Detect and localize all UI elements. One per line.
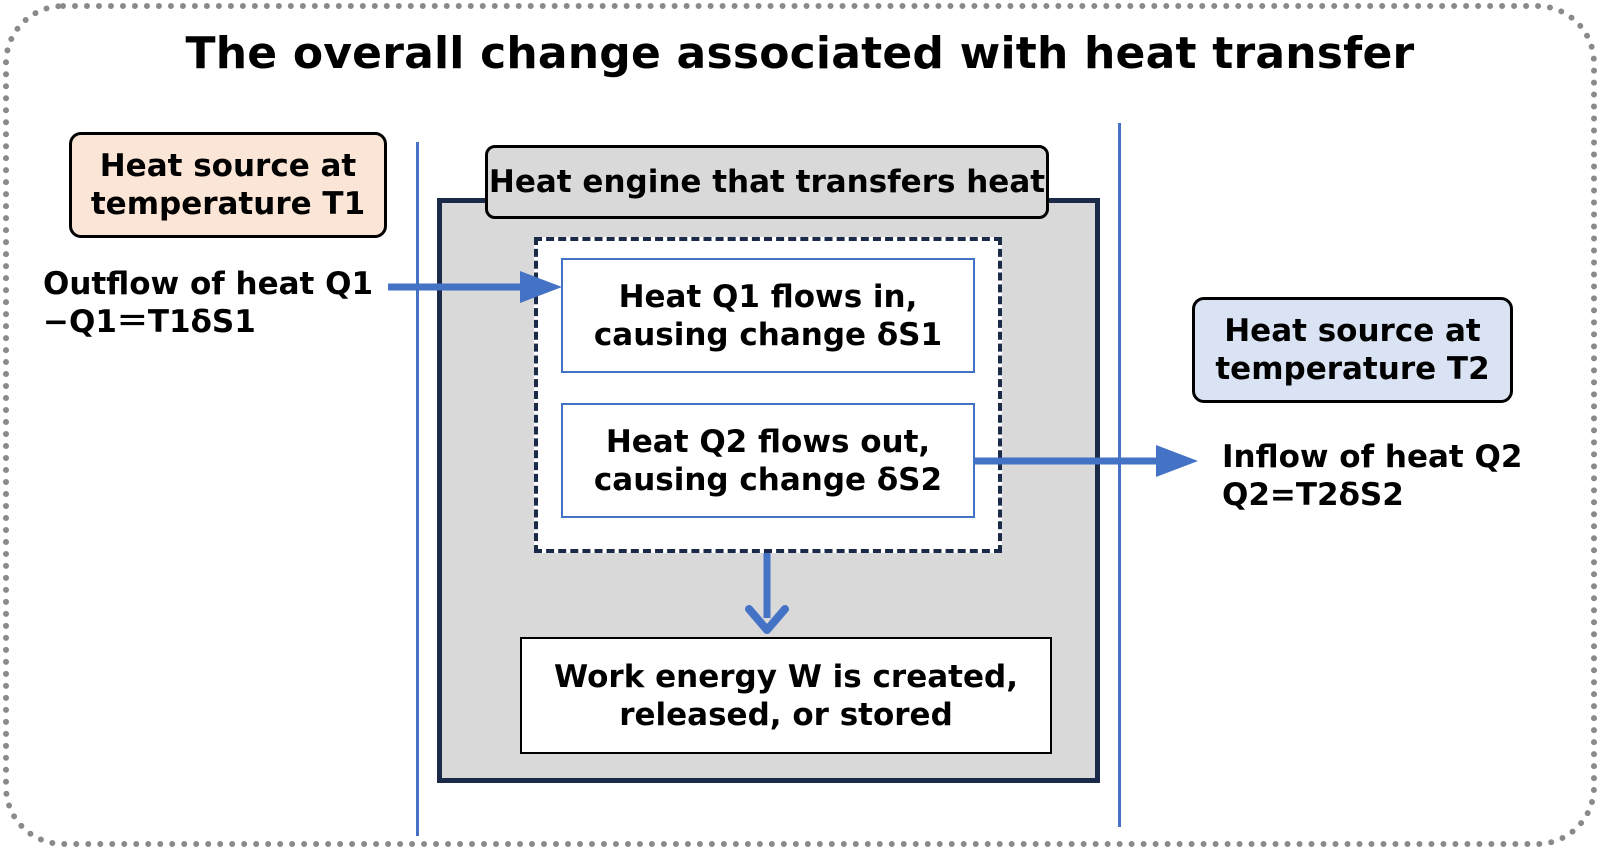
heat-source-t2-line2: temperature T2 — [1215, 351, 1490, 387]
work-energy-line2: released, or stored — [619, 696, 953, 733]
outflow-label: Outflow of heat Q1 −Q1＝T1δS1 — [43, 265, 373, 341]
heat-source-t2-line1: Heat source at — [1224, 313, 1481, 349]
outflow-equation: −Q1＝T1δS1 — [43, 304, 256, 340]
heat-source-t1-box: Heat source at temperature T1 — [69, 132, 387, 238]
heat-q1-line1: Heat Q1 flows in, — [618, 278, 918, 315]
arrow-q1-in — [388, 271, 562, 303]
inflow-line1: Inflow of heat Q2 — [1222, 439, 1523, 475]
heat-q2-line2: causing change δS2 — [593, 461, 943, 498]
outflow-line1: Outflow of heat Q1 — [43, 266, 374, 302]
boundary-line-right — [1118, 123, 1121, 827]
boundary-line-left — [416, 142, 419, 836]
work-energy-line1: Work energy W is created, — [554, 658, 1018, 695]
heat-source-t1-line2: temperature T1 — [90, 186, 366, 222]
heat-engine-label-text: Heat engine that transfers heat — [488, 164, 1046, 200]
diagram-frame — [3, 3, 1597, 847]
arrow-work-down — [745, 553, 789, 634]
arrow-q2-out — [975, 445, 1198, 477]
heat-source-t1-line1: Heat source at — [99, 148, 357, 184]
heat-q2-line1: Heat Q2 flows out, — [605, 423, 931, 460]
diagram-title: The overall change associated with heat … — [185, 28, 1415, 79]
heat-source-t2-box: Heat source at temperature T2 — [1192, 297, 1513, 403]
inflow-label: Inflow of heat Q2 Q2=T2δS2 — [1222, 438, 1522, 514]
inflow-equation: Q2=T2δS2 — [1222, 477, 1404, 513]
heat-engine-label: Heat engine that transfers heat — [485, 145, 1049, 219]
heat-q1-in-box: Heat Q1 flows in, causing change δS1 — [561, 258, 975, 373]
heat-q2-out-box: Heat Q2 flows out, causing change δS2 — [561, 403, 975, 518]
heat-q1-line2: causing change δS1 — [593, 316, 943, 353]
work-energy-box: Work energy W is created, released, or s… — [520, 637, 1052, 754]
